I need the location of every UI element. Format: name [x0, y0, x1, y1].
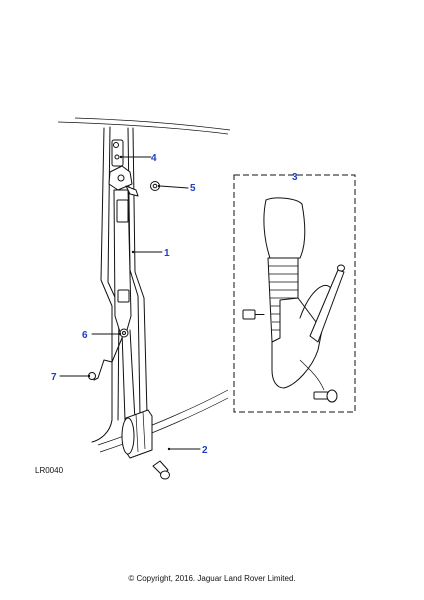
callout-2: 2 — [202, 445, 208, 456]
copyright-notice: © Copyright, 2016. Jaguar Land Rover Lim… — [128, 574, 296, 583]
sill-clip — [88, 337, 123, 381]
belt-webbing — [113, 189, 136, 421]
anchor-bolt — [152, 460, 170, 480]
callout-7: 7 — [51, 372, 57, 383]
callout-4: 4 — [151, 153, 157, 164]
diagram-reference-code: LR0040 — [35, 466, 64, 475]
callout-1: 1 — [164, 248, 170, 259]
callout-5: 5 — [190, 183, 196, 194]
buckle-inset — [233, 174, 356, 413]
floor-retractor — [121, 409, 153, 459]
lower-anchor — [119, 328, 129, 338]
callout-6: 6 — [82, 330, 88, 341]
callout-3: 3 — [292, 172, 298, 183]
height-adjuster — [108, 139, 139, 197]
body-pillar-outline — [57, 117, 231, 453]
leader-lines — [59, 155, 201, 451]
